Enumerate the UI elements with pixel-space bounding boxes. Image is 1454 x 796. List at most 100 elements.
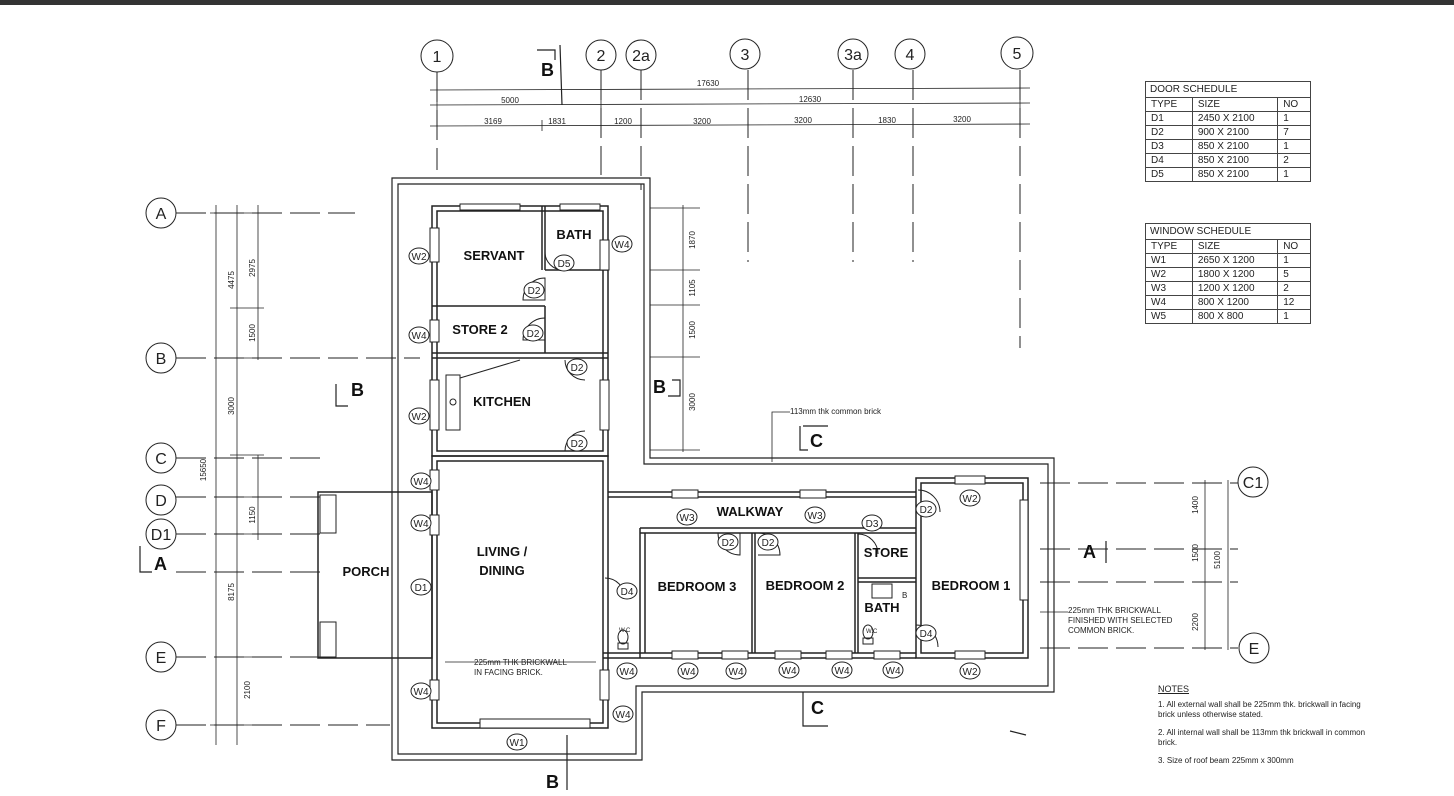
dim-2975: 2975 (248, 259, 257, 277)
tag-w3-walk-2: W3 (804, 506, 826, 524)
grid-bubbles-top: 1 2 2a 3 3a 4 5 (420, 36, 1034, 73)
grid-label-2a: 2a (632, 48, 650, 65)
tag-d2-bed3: D2 (717, 533, 739, 551)
grid-label-A: A (156, 206, 167, 223)
room-bath-1: BATH (556, 227, 591, 242)
grid-label-F: F (156, 718, 166, 735)
svg-text:W4: W4 (615, 240, 630, 251)
dim-seg-1: 3169 (484, 117, 502, 126)
tag-w4-b2-2: W4 (831, 661, 853, 679)
grid-bubble-4 (894, 38, 926, 70)
notes-title: NOTES (1158, 684, 1190, 694)
grid-bubble-D (145, 484, 177, 516)
tag-d2-servant: D2 (523, 281, 545, 299)
section-c-bottom: C (811, 698, 824, 718)
window-header-type: TYPE (1145, 239, 1193, 254)
svg-text:D2: D2 (571, 439, 584, 450)
grid-bubble-E-right (1238, 632, 1270, 664)
room-dining: DINING (479, 563, 525, 578)
sanitary-fittings (617, 583, 893, 650)
tag-w4-wc: W4 (616, 662, 638, 680)
note-facing-brick-1: 225mm THK BRICKWALL (474, 658, 567, 667)
room-store-2: STORE 2 (452, 322, 507, 337)
grid-bubble-3 (729, 38, 761, 70)
grid-label-3a: 3a (844, 47, 862, 64)
grid-label-1: 1 (433, 49, 442, 66)
svg-text:D3: D3 (866, 519, 879, 530)
tag-w2-kitchen: W2 (408, 407, 430, 425)
dim-overall-left: 15650 (199, 458, 208, 481)
grid-bubble-3a (837, 38, 869, 70)
room-bedroom-3: BEDROOM 3 (658, 579, 737, 594)
section-c-top: C (810, 431, 823, 451)
section-b-bottom: B (546, 772, 559, 792)
svg-text:D5: D5 (558, 259, 571, 270)
grid-label-E-right: E (1249, 641, 1260, 658)
dim-seg-2: 1831 (548, 117, 566, 126)
window-header-size: SIZE (1191, 239, 1279, 254)
svg-text:W3: W3 (808, 511, 823, 522)
dim-1400: 1400 (1191, 496, 1200, 514)
dim-1870: 1870 (688, 231, 697, 249)
svg-text:W4: W4 (414, 477, 429, 488)
svg-text:W4: W4 (616, 710, 631, 721)
tag-d4-bath2: D4 (915, 624, 937, 642)
svg-text:D2: D2 (762, 538, 775, 549)
grid-label-C: C (155, 451, 167, 468)
dim-4475: 4475 (227, 271, 236, 289)
tag-w4-living-2: W4 (410, 514, 432, 532)
grid-label-5: 5 (1013, 46, 1022, 63)
door-header-no: NO (1277, 97, 1311, 112)
door-header-size: SIZE (1191, 97, 1279, 112)
svg-text:D4: D4 (621, 587, 634, 598)
tag-w4-bath2: W4 (882, 661, 904, 679)
dim-3000-left: 3000 (227, 397, 236, 415)
annotations: 113mm thk common brick 225mm THK BRICKWA… (445, 407, 1173, 677)
tag-w4-se: W4 (612, 705, 634, 723)
room-bedroom-1: BEDROOM 1 (932, 578, 1011, 593)
tag-w4-living-3: W4 (410, 682, 432, 700)
window-marks (319, 203, 1029, 729)
tag-d2-bed2: D2 (757, 533, 779, 551)
svg-text:D2: D2 (722, 538, 735, 549)
tag-w4-b3-1: W4 (677, 662, 699, 680)
right-dimensions: 5100 1400 1500 2200 (1191, 480, 1229, 650)
svg-text:W2: W2 (412, 412, 427, 423)
tag-w2-servant: W2 (408, 247, 430, 265)
dim-8175: 8175 (227, 583, 236, 601)
tag-w3-walk-1: W3 (676, 508, 698, 526)
dim-5000: 5000 (501, 96, 519, 105)
dim-12630: 12630 (799, 95, 822, 104)
section-b-left: B (351, 380, 364, 400)
tag-w2-bed1-top: W2 (959, 489, 981, 507)
room-servant: SERVANT (464, 248, 525, 263)
tag-w4-bath: W4 (611, 235, 633, 253)
dim-1500-left: 1500 (248, 324, 257, 342)
window-header-no: NO (1277, 239, 1311, 254)
grid-label-D: D (155, 493, 167, 510)
section-b-top: B (541, 60, 554, 80)
room-living: LIVING / (477, 544, 528, 559)
dim-2200: 2200 (1191, 613, 1200, 631)
dim-1500-int: 1500 (688, 321, 697, 339)
label-wc-1: W.C (619, 628, 631, 634)
label-wc-2: W.C (866, 629, 878, 635)
tag-w4-store2: W4 (408, 326, 430, 344)
dim-1500-right: 1500 (1191, 544, 1200, 562)
tag-d2-bed1: D2 (915, 500, 937, 518)
svg-text:D1: D1 (415, 583, 428, 594)
top-dimensions: 17630 5000 12630 3169 1831 1200 3200 320… (429, 79, 1031, 131)
grid-bubbles-right: C1 E (1237, 466, 1270, 664)
svg-text:W4: W4 (782, 666, 797, 677)
dim-seg-7: 3200 (953, 115, 971, 124)
grid-bubble-5 (1000, 36, 1034, 70)
room-kitchen: KITCHEN (473, 394, 531, 409)
svg-text:W3: W3 (680, 513, 695, 524)
tag-w1: W1 (506, 733, 528, 751)
internal-dimensions: 1870 1105 1500 3000 (650, 205, 700, 452)
dim-5100: 5100 (1213, 551, 1222, 569)
main-walls (317, 205, 1029, 729)
